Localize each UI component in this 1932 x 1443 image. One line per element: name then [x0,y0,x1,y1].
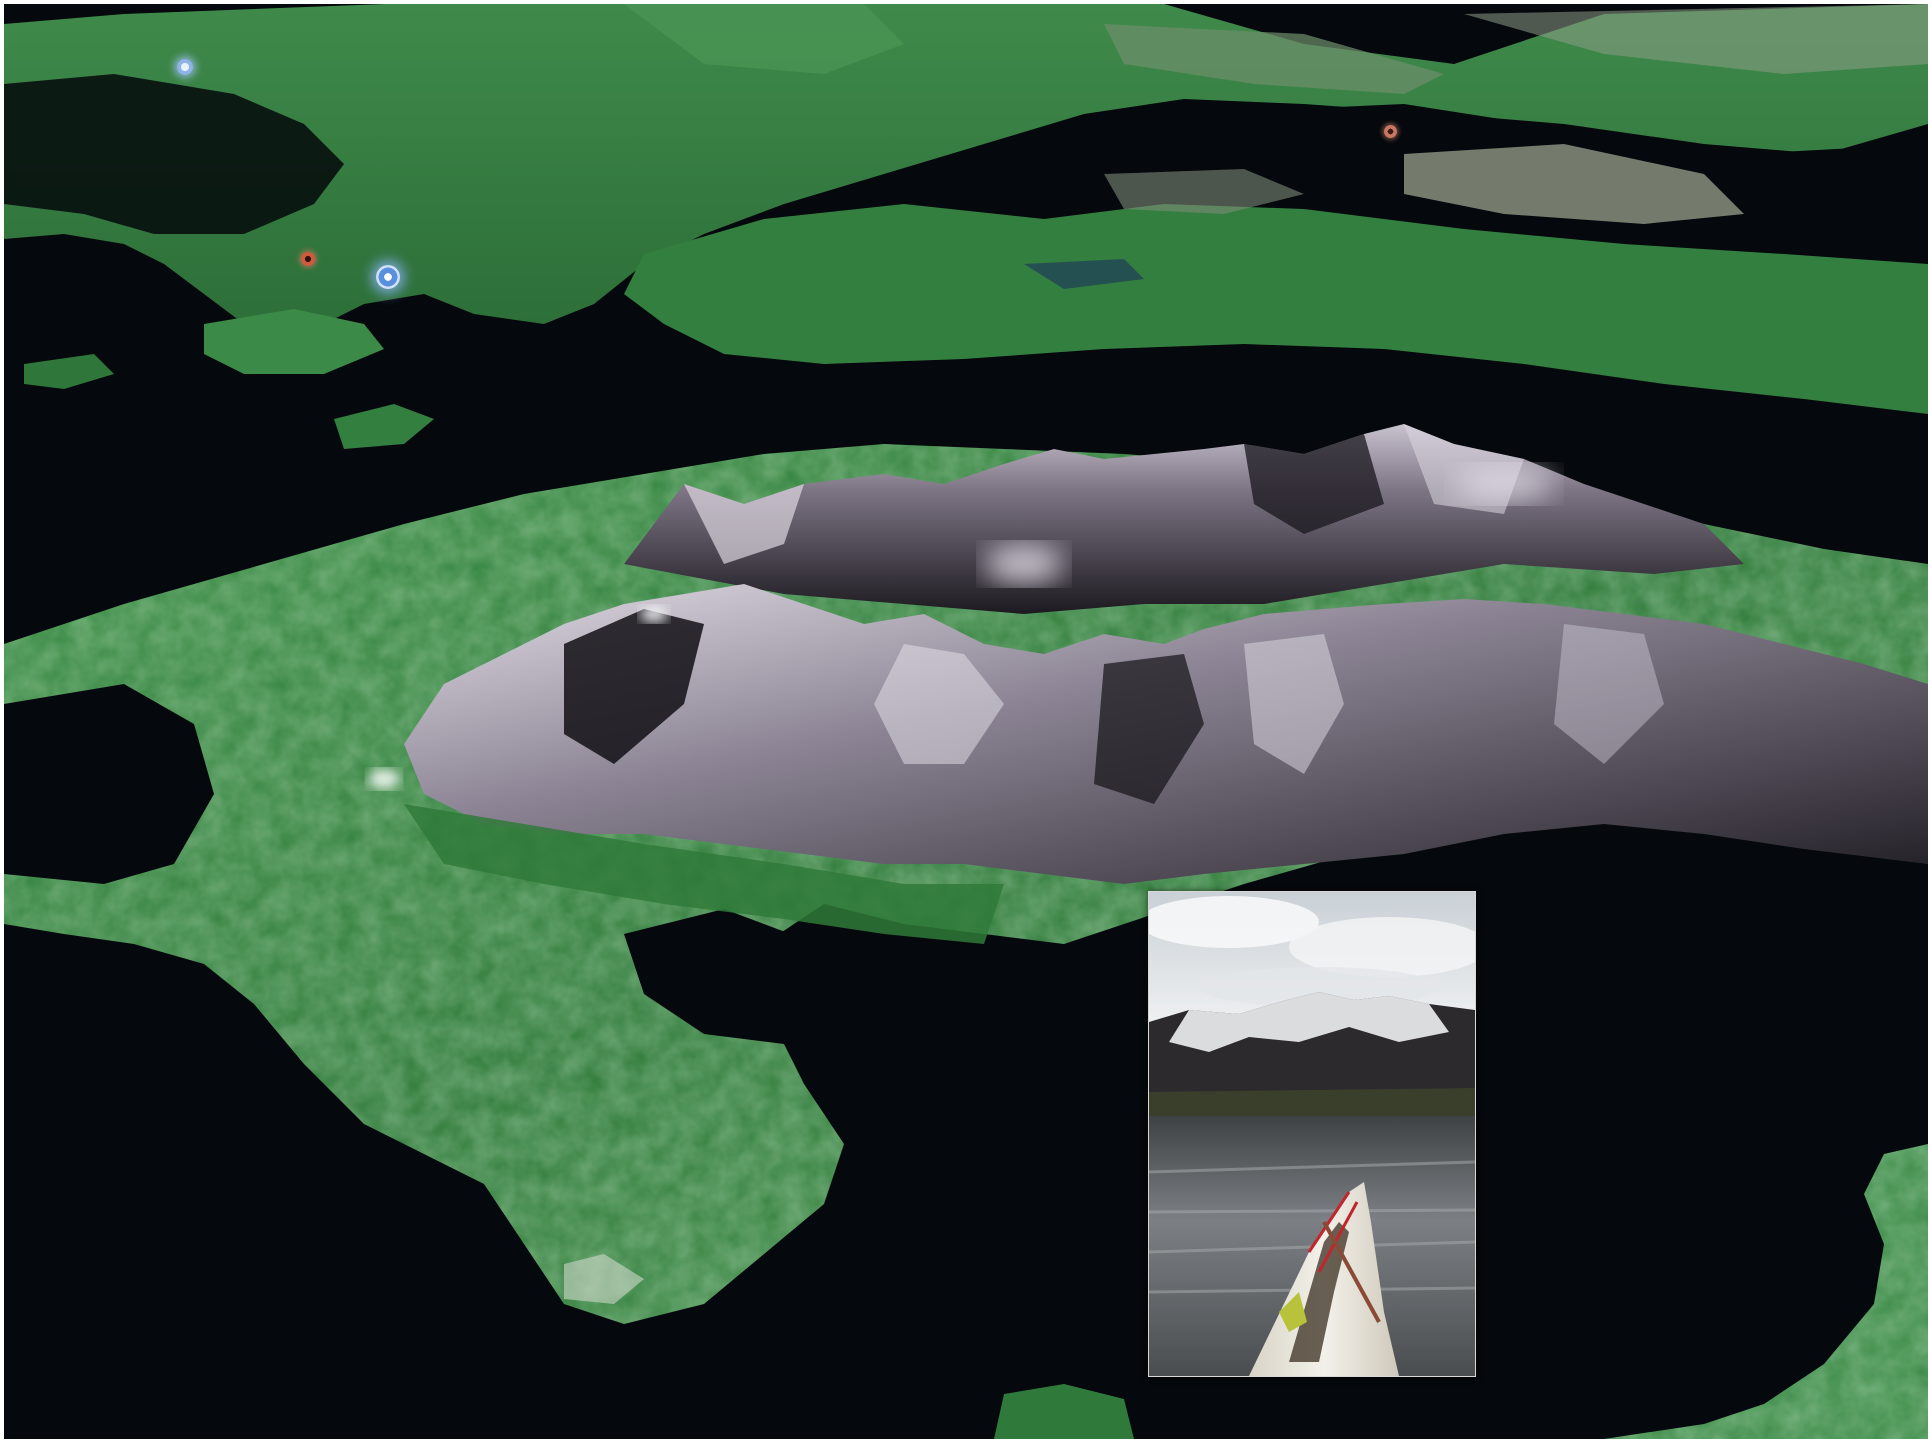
place-marker-icon[interactable] [376,265,400,289]
place-marker-icon[interactable] [1384,125,1397,138]
terrain-map-view[interactable] [4,4,1928,1439]
left-islands [24,309,434,449]
kayak-photo [1149,892,1475,1376]
middle-landmass [624,144,1928,414]
terrain-map-canvas [4,4,1928,1439]
snow-highlights [368,466,1554,789]
far-landmass [4,4,1928,334]
lower-right-coast [994,1144,1928,1439]
front-mountain-ridge [404,584,1928,944]
kayak-photo-inset[interactable] [1148,891,1476,1377]
place-marker-icon[interactable] [301,252,315,266]
place-marker-icon[interactable] [177,59,193,75]
